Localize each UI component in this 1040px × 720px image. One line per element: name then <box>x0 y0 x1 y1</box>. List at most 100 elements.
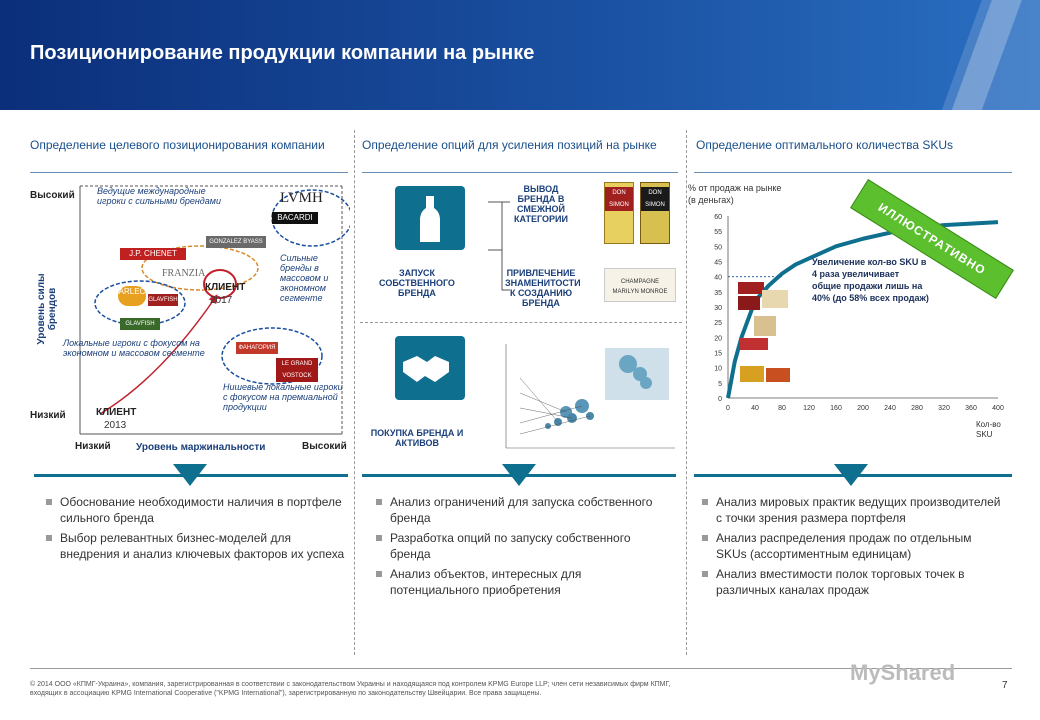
label-tag-6 <box>740 366 764 382</box>
group-niche: Нишевые локальные игроки с фокусом на пр… <box>223 382 343 412</box>
x-tick-label: 240 <box>884 405 896 412</box>
launch-label: ЗАПУСК СОБСТВЕННОГО БРЕНДА <box>379 268 455 298</box>
sku-note: Увеличение кол-во SKU в 4 раза увеличива… <box>812 257 929 303</box>
brand-green: GLAVFISH <box>120 318 160 330</box>
sku-y-label: % от продаж на рынке (в деньгах) <box>688 183 782 205</box>
x-tick-label: 40 <box>751 405 759 412</box>
brand-frangia: FRANZIA <box>162 268 206 279</box>
bullet-item: Анализ мировых практик ведущих производи… <box>702 494 1002 526</box>
bottle-icon <box>420 196 440 242</box>
bullet-item: Анализ вместимости полок торговых точек … <box>702 566 1002 598</box>
bullet-item: Анализ распределения продаж по отдельным… <box>702 530 1002 562</box>
middle-rule <box>362 172 678 173</box>
adjacent-label: ВЫВОД БРЕНДА В СМЕЖНОЙ КАТЕГОРИИ <box>514 184 568 224</box>
left-rule <box>30 172 348 173</box>
bullet-item: Выбор релевантных бизнес-моделей для вне… <box>46 530 346 562</box>
don-simon-pack-1: DON SIMON <box>604 182 634 244</box>
brand-bacardi: BACARDI <box>272 212 318 224</box>
marilyn-text: MARILYN MONROE <box>612 289 668 295</box>
group-intl: Ведущие международные игроки с сильными … <box>97 186 221 206</box>
bullet-item: Разработка опций по запуску собственного… <box>376 530 666 562</box>
label-tag-2 <box>738 296 760 310</box>
left-bullets: Обоснование необходимости наличия в порт… <box>46 494 346 566</box>
brand-gonzalez: GONZALEZ BYASS <box>206 236 266 248</box>
y-tick-label: 50 <box>714 244 722 251</box>
y-tick-label: 10 <box>714 366 722 373</box>
brand-fanagoria: ФАНАГОРИЯ <box>236 342 278 354</box>
client-2013-label: КЛИЕНТ <box>96 407 137 418</box>
sku-x-label: Кол-во SKU <box>976 420 1001 439</box>
middle-bullets: Анализ ограничений для запуска собственн… <box>376 494 666 602</box>
x-tick-label: 280 <box>911 405 923 412</box>
client-2017-year: 2017 <box>210 295 233 306</box>
label-tag-5 <box>740 338 768 350</box>
right-bullets: Анализ мировых практик ведущих производи… <box>702 494 1002 602</box>
x-tick-label: 80 <box>778 405 786 412</box>
y-tick-label: 15 <box>714 351 722 358</box>
y-tick-label: 35 <box>714 290 722 297</box>
label-tag-7 <box>766 368 790 382</box>
don-simon-label-1: DON SIMON <box>605 187 633 211</box>
acquisition-bubble-chart <box>500 338 680 458</box>
champagne-label: CHAMPAGNE MARILYN MONROE <box>604 268 676 302</box>
x-axis-label: Уровень маржинальности <box>136 442 266 453</box>
client-2017-label: КЛИЕНТ <box>205 282 246 293</box>
brand-legrand: LE GRAND VOSTOCK <box>276 358 318 382</box>
brand-lvmh: LVMH <box>280 190 323 206</box>
col-separator-1 <box>354 130 355 655</box>
x-tick-label: 160 <box>830 405 842 412</box>
middle-heading: Определение опций для усиления позиций н… <box>362 138 657 152</box>
footer-legal: © 2014 ООО «КПМГ-Украина», компания, зар… <box>30 681 671 697</box>
y-tick-label: 40 <box>714 275 722 282</box>
acquire-label: ПОКУПКА БРЕНДА И АКТИВОВ <box>370 428 464 448</box>
y-tick-label: 5 <box>718 381 722 388</box>
bubble-chart-svg <box>505 344 675 449</box>
x-tick-label: 200 <box>857 405 869 412</box>
handshake-icon <box>403 356 449 382</box>
wine-labels <box>738 282 798 392</box>
x-tick-label: 120 <box>803 405 815 412</box>
brand-glavfish: GLAVFISH <box>148 294 178 306</box>
y-tick-label: 20 <box>714 335 722 342</box>
footer-rule <box>30 668 1012 669</box>
positioning-matrix: Уровень силы брендов Высокий Низкий Низк… <box>30 178 353 458</box>
right-arrow <box>834 464 868 486</box>
y-tick-label: 25 <box>714 320 722 327</box>
y-tick-label: 60 <box>714 214 722 221</box>
bottle-icon-box <box>395 186 465 250</box>
x-tick-label: 360 <box>965 405 977 412</box>
champagne-text: CHAMPAGNE <box>620 279 660 285</box>
x-tick-label: 0 <box>726 405 730 412</box>
y-low-label: Низкий <box>30 410 66 421</box>
bullet-item: Анализ объектов, интересных для потенциа… <box>376 566 666 598</box>
handshake-icon-box <box>395 336 465 400</box>
brand-arlec: ARLEC <box>118 286 146 306</box>
martini-tag <box>738 282 764 294</box>
options-bracket <box>488 201 510 291</box>
x-high-label: Высокий <box>302 441 347 452</box>
client-2013-year: 2013 <box>104 420 127 431</box>
x-low-label: Низкий <box>75 441 111 452</box>
left-heading: Определение целевого позиционирования ко… <box>30 138 325 152</box>
y-high-label: Высокий <box>30 190 75 201</box>
x-tick-label: 400 <box>992 405 1004 412</box>
x-tick-label: 320 <box>938 405 950 412</box>
label-tag-4 <box>754 316 776 336</box>
don-simon-pack-2: DON SIMON <box>640 182 670 244</box>
watermark: MyShared <box>850 660 955 686</box>
bullet-item: Обоснование необходимости наличия в порт… <box>46 494 346 526</box>
matrix-y-label: Уровень силы брендов <box>36 273 58 345</box>
brand-chenet: J.P. CHENET <box>120 248 186 260</box>
y-tick-label: 45 <box>714 260 722 267</box>
right-rule <box>694 172 1012 173</box>
y-tick-label: 30 <box>714 305 722 312</box>
bullet-item: Анализ ограничений для запуска собственн… <box>376 494 666 526</box>
middle-divider <box>360 322 682 323</box>
header-banner: Позиционирование продукции компании на р… <box>0 0 1040 110</box>
celebrity-label: ПРИВЛЕЧЕНИЕ ЗНАМЕНИТОСТИ К СОЗДАНИЮ БРЕН… <box>505 268 581 308</box>
right-heading: Определение оптимального количества SKUs <box>696 138 954 152</box>
y-tick-label: 55 <box>714 229 722 236</box>
label-tag-3 <box>762 290 788 308</box>
page-title: Позиционирование продукции компании на р… <box>30 42 535 64</box>
middle-arrow <box>502 464 536 486</box>
